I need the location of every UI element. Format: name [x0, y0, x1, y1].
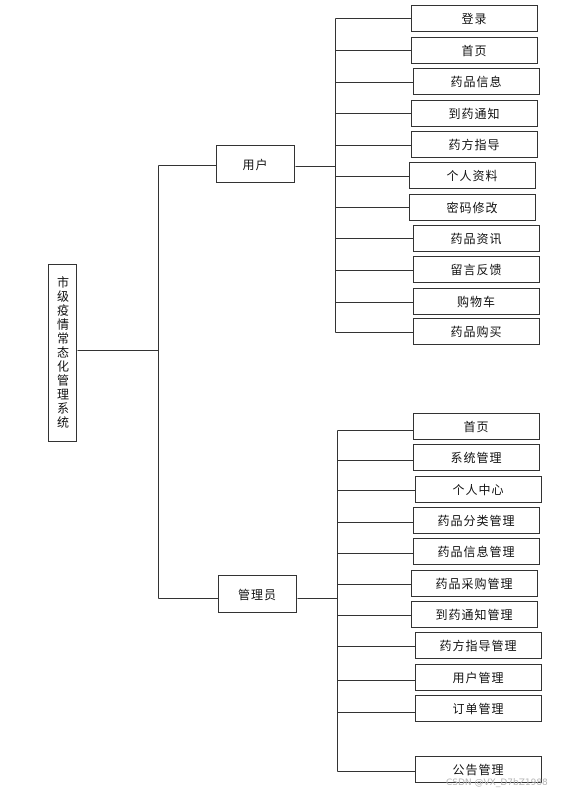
- admin-leaf-procurement: 药品采购管理: [411, 570, 538, 597]
- user-leaf-home: 首页: [411, 37, 538, 64]
- user-leaf-medicine-info: 药品信息: [413, 68, 540, 95]
- root-box: 市级疫情常态化管理系统: [48, 264, 77, 442]
- branch-user-box: 用户: [216, 145, 295, 183]
- leaf-label: 密码修改: [446, 201, 499, 215]
- leaf-label: 首页: [461, 44, 488, 58]
- leaf-label: 到药通知: [448, 107, 501, 121]
- leaf-label: 药品资讯: [450, 232, 503, 246]
- watermark: CSDN @VX_D7bZ1988: [446, 778, 548, 788]
- user-leaf-cart: 购物车: [413, 288, 540, 315]
- leaf-label: 用户管理: [452, 671, 505, 685]
- leaf-label: 药品信息管理: [437, 545, 516, 559]
- branch-user-label: 用户: [242, 157, 269, 172]
- leaf-label: 药方指导: [448, 138, 501, 152]
- user-leaf-login: 登录: [411, 5, 538, 32]
- admin-leaf-orders: 订单管理: [415, 695, 542, 722]
- leaf-label: 系统管理: [450, 451, 503, 465]
- branch-admin-box: 管理员: [218, 575, 297, 613]
- leaf-label: 订单管理: [452, 702, 505, 716]
- root-label: 市级疫情常态化管理系统: [55, 276, 70, 430]
- admin-leaf-home: 首页: [413, 413, 540, 440]
- user-leaf-arrival-notice: 到药通知: [411, 100, 538, 127]
- admin-leaf-announcements: 公告管理: [415, 756, 542, 783]
- user-leaf-prescription-guide: 药方指导: [411, 131, 538, 158]
- leaf-label: 药品分类管理: [437, 514, 516, 528]
- leaf-label: 药品信息: [450, 75, 503, 89]
- leaf-label: 购物车: [456, 295, 496, 309]
- admin-leaf-category: 药品分类管理: [413, 507, 540, 534]
- leaf-label: 个人资料: [446, 169, 499, 183]
- leaf-label: 到药通知管理: [435, 608, 514, 622]
- user-leaf-password: 密码修改: [409, 194, 536, 221]
- admin-leaf-medicine-info: 药品信息管理: [413, 538, 540, 565]
- leaf-label: 药品采购管理: [435, 577, 514, 591]
- leaf-label: 登录: [461, 12, 488, 26]
- user-leaf-purchase: 药品购买: [413, 318, 540, 345]
- leaf-label: 公告管理: [452, 763, 505, 777]
- user-leaf-medicine-news: 药品资讯: [413, 225, 540, 252]
- user-leaf-profile: 个人资料: [409, 162, 536, 189]
- leaf-label: 个人中心: [452, 483, 505, 497]
- leaf-label: 药方指导管理: [439, 639, 518, 653]
- branch-admin-label: 管理员: [237, 587, 277, 602]
- admin-leaf-personal-center: 个人中心: [415, 476, 542, 503]
- admin-leaf-prescription: 药方指导管理: [415, 632, 542, 659]
- leaf-label: 留言反馈: [450, 263, 503, 277]
- leaf-label: 药品购买: [450, 325, 503, 339]
- admin-leaf-arrival-notice: 到药通知管理: [411, 601, 538, 628]
- admin-leaf-users: 用户管理: [415, 664, 542, 691]
- user-leaf-feedback: 留言反馈: [413, 256, 540, 283]
- admin-leaf-system: 系统管理: [413, 444, 540, 471]
- leaf-label: 首页: [463, 420, 490, 434]
